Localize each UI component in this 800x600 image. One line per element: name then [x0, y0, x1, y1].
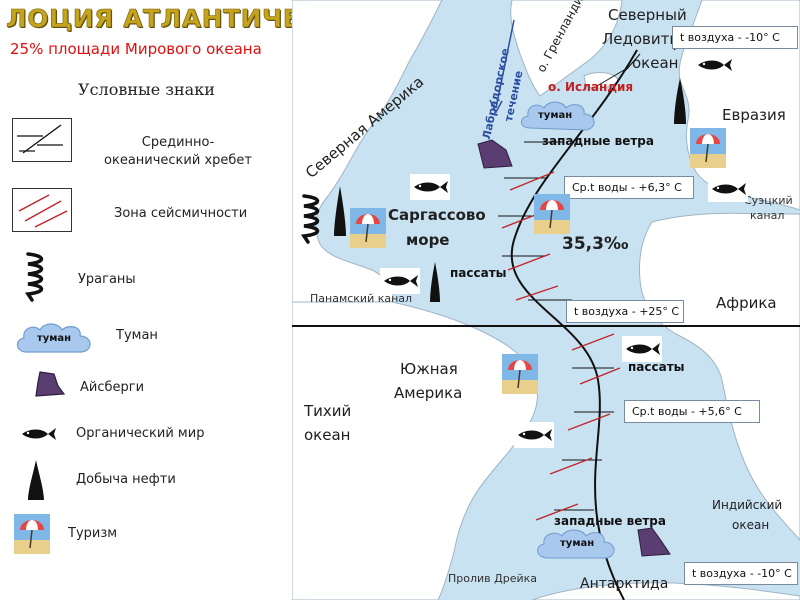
label-arctic-1: Северный	[608, 6, 687, 24]
fog-icon-north	[521, 101, 595, 131]
atlantic-map: туман туман Северная Америка о. Гренланд…	[292, 0, 800, 600]
iceberg-icon-south	[637, 527, 671, 557]
label-westerlies-south: западные ветра	[554, 514, 666, 528]
tourism-icon-mid-atlantic	[534, 194, 570, 234]
label-sargasso-2: море	[406, 231, 450, 249]
tourism-icon-europe	[690, 128, 726, 168]
fish-icon-europe	[708, 176, 748, 202]
label-westerlies-north: западные ветра	[542, 134, 654, 148]
hurricane-icon	[20, 252, 50, 306]
legend-label-tourism: Туризм	[68, 526, 118, 541]
fish-icon-arctic	[694, 52, 734, 78]
fog-north-label: туман	[538, 110, 573, 121]
water-temp-south-box: Ср.t воды - +5,6° С	[624, 400, 760, 423]
ridge-icon	[12, 118, 72, 162]
legend-title: Условные знаки	[78, 80, 215, 99]
fish-icon-south-atlantic	[514, 422, 554, 448]
label-pacific-2: океан	[304, 426, 351, 444]
fish-icon	[18, 426, 58, 446]
tourism-icon	[14, 514, 50, 554]
fog-icon-south	[537, 529, 615, 559]
label-africa: Африка	[716, 294, 777, 312]
label-sargasso-1: Саргассово	[388, 206, 486, 224]
oil-icon-gulf	[334, 186, 346, 236]
fish-icon-africa	[622, 336, 662, 362]
legend-label-seismic: Зона сейсмичности	[114, 206, 248, 221]
label-suez-1: Суэцкий	[744, 194, 793, 207]
label-south-america-2: Америка	[394, 384, 463, 402]
label-iceland: о. Исландия	[548, 80, 634, 94]
label-arctic-2: Ледовитый	[602, 30, 691, 48]
legend-label-ridge: Срединно-океанический хребет	[104, 135, 252, 168]
fog-south-label: туман	[560, 538, 595, 549]
legend-label-oil: Добыча нефти	[76, 472, 176, 487]
iceberg-icon-north	[477, 139, 513, 169]
water-temp-north-box: Ср.t воды - +6,3° С	[564, 176, 694, 199]
label-antarctica: Антарктида	[580, 576, 669, 592]
label-salinity: 35,3‰	[562, 234, 629, 254]
legend-label-fog: Туман	[116, 328, 158, 343]
fog-icon-text: туман	[36, 332, 72, 344]
label-drake: Пролив Дрейка	[448, 572, 538, 585]
page-subtitle: 25% площади Мирового океана	[10, 40, 262, 58]
label-indian-2: океан	[732, 518, 770, 532]
tourism-icon-brazil	[502, 354, 538, 394]
label-arctic-3: океан	[632, 54, 679, 72]
oil-icon-caribbean	[430, 262, 440, 302]
tourism-icon-caribbean	[350, 208, 386, 248]
oil-icon	[26, 460, 46, 506]
legend-label-iceberg: Айсберги	[80, 380, 145, 395]
label-south-america-1: Южная	[400, 360, 458, 378]
fish-icon-sargasso	[410, 174, 450, 200]
seismic-zone-icon	[12, 188, 72, 232]
label-trades-south: пассаты	[628, 360, 685, 374]
oil-icon-northsea	[674, 78, 686, 124]
air-temp-south-box: t воздуха - -10° С	[684, 562, 798, 585]
label-pacific-1: Тихий	[304, 402, 352, 420]
label-suez-2: канал	[750, 209, 785, 222]
fish-icon-caribbean	[380, 268, 420, 294]
label-trades-north: пассаты	[450, 266, 507, 280]
air-temp-equator-box: t воздуха - +25° С	[566, 300, 684, 323]
label-panama: Панамский канал	[310, 292, 413, 305]
hurricane-icon-map	[300, 194, 320, 244]
legend-label-hurricane: Ураганы	[78, 272, 136, 287]
air-temp-north-box: t воздуха - -10° С	[672, 26, 798, 49]
label-indian-1: Индийский	[712, 498, 783, 512]
legend-label-organic: Органический мир	[76, 426, 205, 441]
label-eurasia: Евразия	[722, 106, 786, 124]
fog-icon: туман	[12, 318, 96, 358]
iceberg-icon	[34, 370, 66, 402]
